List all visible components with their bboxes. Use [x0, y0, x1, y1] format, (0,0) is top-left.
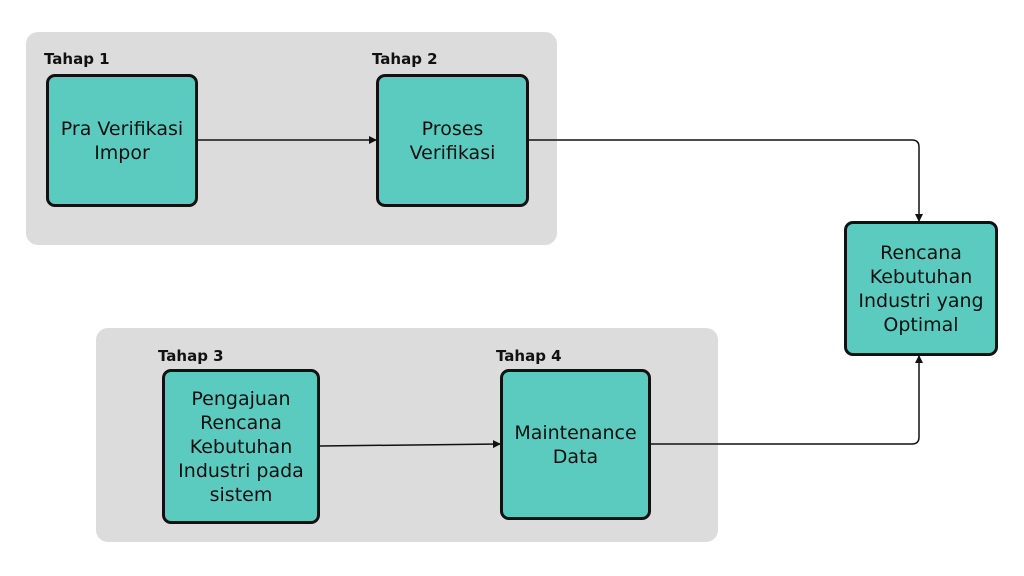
- node-pra-verifikasi-impor-label: Pra Verifikasi Impor: [60, 117, 184, 164]
- stage-1-label: Tahap 1: [44, 50, 110, 68]
- node-proses-verifikasi: Proses Verifikasi: [376, 74, 529, 207]
- arrow-pengajuan-to-maintenance: [319, 440, 501, 449]
- stage-2-label: Tahap 2: [372, 50, 438, 68]
- stage-3-label: Tahap 3: [158, 347, 224, 365]
- node-pra-verifikasi-impor: Pra Verifikasi Impor: [46, 74, 198, 207]
- node-proses-verifikasi-label: Proses Verifikasi: [409, 117, 496, 164]
- node-pengajuan-rencana-label: Pengajuan Rencana Kebutuhan Industri pad…: [178, 387, 304, 506]
- arrow-maintenance-to-rencana: [651, 355, 923, 445]
- node-pengajuan-rencana: Pengajuan Rencana Kebutuhan Industri pad…: [162, 369, 320, 524]
- stage-4-label: Tahap 4: [496, 347, 562, 365]
- node-maintenance-data-label: Maintenance Data: [514, 421, 637, 468]
- node-rencana-optimal-label: Rencana Kebutuhan Industri yang Optimal: [858, 241, 984, 336]
- arrow-proses-to-rencana: [529, 139, 923, 222]
- node-rencana-optimal: Rencana Kebutuhan Industri yang Optimal: [844, 221, 998, 356]
- node-maintenance-data: Maintenance Data: [500, 369, 651, 520]
